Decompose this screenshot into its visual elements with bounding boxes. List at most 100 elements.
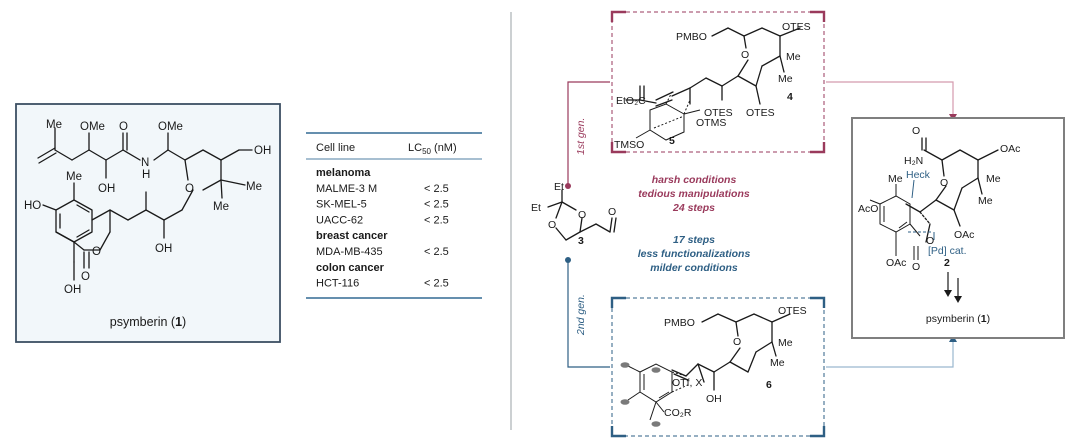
table-header-cell-line: Cell line [316,142,355,154]
substituent-ellipse-3 [651,367,661,373]
bottom-compound-6: 6 [766,379,772,391]
top-compound-4: 4 [787,91,793,103]
right-heck-label: Heck [906,169,931,181]
top-me1-label: Me [786,51,801,63]
top-tmso-label: TMSO [614,139,644,151]
psymberin-me2-label: Me [246,181,262,193]
psymberin-oh3-label: OH [155,243,172,255]
first-condition-2: tedious manipulations [638,188,750,200]
psymberin-caption: psymberin (1) [110,315,186,329]
first-condition-3: 24 steps [672,202,715,214]
top-pmbo-label: PMBO [676,31,707,43]
table-cell-line-name: UACC-62 [316,214,363,226]
psymberin-ho-label: HO [24,200,41,212]
psymberin-oh2-label: OH [254,145,271,157]
product-box: O H₂N OAc O Me Me Me Heck AcO OAc [Pd] c… [851,117,1065,339]
psymberin-carbonyl-o-label: O [81,271,90,283]
right-oac3-label: OAc [886,257,906,269]
table-lc50-value: < 2.5 [424,246,449,258]
product-arrow [944,272,962,303]
psymberin-me3-label: Me [213,201,229,213]
psymberin-structure-panel: Me OMe O OH N H OMe OH O Me Me Me HO O O… [15,103,281,343]
table-header-lc50: LC50 (nM) [408,142,457,156]
psymberin-n-label: N [141,157,149,169]
table-group-label: colon cancer [316,262,385,274]
bottom-otes-label: OTES [778,305,807,317]
psymberin-h-label: H [142,169,150,181]
start-compound-number: 3 [578,235,584,247]
psymberin-o-label: O [119,121,128,133]
top-otes1-label: OTES [782,21,811,33]
psymberin-ring-o-label: O [185,183,194,195]
substituent-ellipse-4 [651,421,661,427]
right-o1-label: O [912,125,920,137]
table-cell-line-name: MDA-MB-435 [316,246,383,258]
top-compound-5: 5 [669,135,675,147]
right-me1-label: Me [986,173,1001,185]
top-me2-label: Me [778,73,793,85]
psymberin-me-label: Me [46,119,62,131]
start-et1-label: Et [554,181,564,193]
right-compound-2: 2 [944,257,950,269]
table-lc50-value: < 2.5 [424,278,449,290]
second-condition-2: less functionalizations [638,248,751,260]
psymberin-oh4-label: OH [64,284,81,296]
table-cell-line-name: MALME-3 M [316,183,377,195]
starting-material-3: Et Et O O O 3 [531,181,617,247]
bottom-ring-o-label: O [733,336,741,348]
right-lactone-o-label: O [926,235,934,247]
bottom-co2r-label: CO₂R [664,407,692,419]
first-gen-label: 1st gen. [575,118,587,155]
second-condition-3: milder conditions [650,262,738,274]
table-lc50-value: < 2.5 [424,183,449,195]
start-et2-label: Et [531,202,541,214]
substituent-ellipse-1 [620,362,630,368]
right-carbonyl-o-label: O [912,261,920,273]
table-lc50-value: < 2.5 [424,199,449,211]
bottom-otf-label: OTf, X [672,377,702,389]
second-gen-node [565,257,571,263]
substituent-ellipse-2 [620,399,630,405]
product-caption: psymberin (1) [926,313,990,325]
top-ring-o-label: O [741,49,749,61]
bottom-pmbo-label: PMBO [664,317,695,329]
start-o2-label: O [578,209,586,221]
start-o1-label: O [548,219,556,231]
top-otes3-label: OTES [746,107,775,119]
top-otes2-label: OTES [704,107,733,119]
psymberin-ome-label: OMe [80,121,105,133]
right-aco-label: AcO [858,203,878,215]
bottom-oh-label: OH [706,393,722,405]
second-gen-conditions: 17 steps less functionalizations milder … [638,234,751,274]
first-gen-node [565,183,571,189]
start-o3-label: O [608,206,616,218]
psymberin-oh-label: OH [98,183,115,195]
second-gen-label: 2nd gen. [575,294,587,336]
psymberin-ome2-label: OMe [158,121,183,133]
right-oac2-label: OAc [954,229,974,241]
table-group-label: breast cancer [316,230,388,242]
first-gen-conditions: harsh conditions tedious manipulations 2… [638,174,750,214]
second-gen-intermediate-box: PMBO OTES O Me Me OTf, X CO₂R OH 6 [610,296,826,438]
psymberin-lactone-o-label: O [92,246,101,258]
top-otms-label: OTMS [696,117,726,129]
psymberin-ar-me-label: Me [66,171,82,183]
right-h2n-label: H₂N [904,155,923,167]
first-gen-intermediates-box: PMBO OTES O Me Me EtO₂C OTES OTES OTMS T… [610,10,826,154]
table-group-label: melanoma [316,167,371,179]
right-oac1-label: OAc [1000,143,1020,155]
right-ar-me-label: Me [888,173,903,185]
psymberin-labels: Me OMe O OH N H OMe OH O Me Me Me HO O O… [24,119,271,296]
table-cell-line-name: SK-MEL-5 [316,199,367,211]
right-pd-label: [Pd] cat. [928,245,967,257]
first-condition-1: harsh conditions [652,174,737,186]
table-cell-line-name: HCT-116 [316,278,359,290]
route-lines [565,81,957,368]
bottom-me2-label: Me [770,357,785,369]
second-condition-1: 17 steps [673,234,715,246]
bottom-me1-label: Me [778,337,793,349]
psymberin-bonds [37,127,253,281]
